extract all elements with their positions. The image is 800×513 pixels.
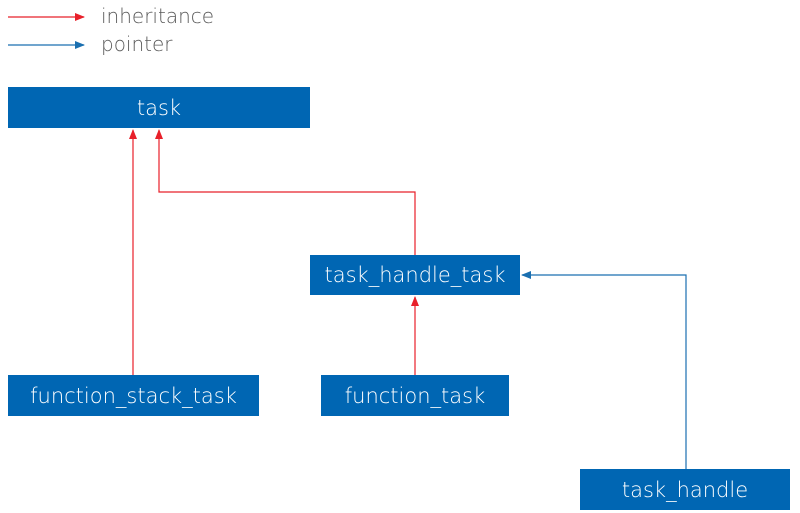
- node-function-stack-task[interactable]: function_stack_task: [8, 375, 259, 416]
- legend-pointer-label: pointer: [101, 32, 173, 56]
- edge-task-handle-to-task-handle-task: [521, 271, 687, 469]
- node-task-handle[interactable]: task_handle: [580, 469, 790, 510]
- node-function-task[interactable]: function_task: [321, 375, 509, 416]
- legend-inheritance-label: inheritance: [101, 4, 215, 28]
- node-task[interactable]: task: [8, 87, 310, 128]
- edge-task-handle-task-to-task: [155, 129, 416, 255]
- node-task-handle-task[interactable]: task_handle_task: [310, 255, 520, 295]
